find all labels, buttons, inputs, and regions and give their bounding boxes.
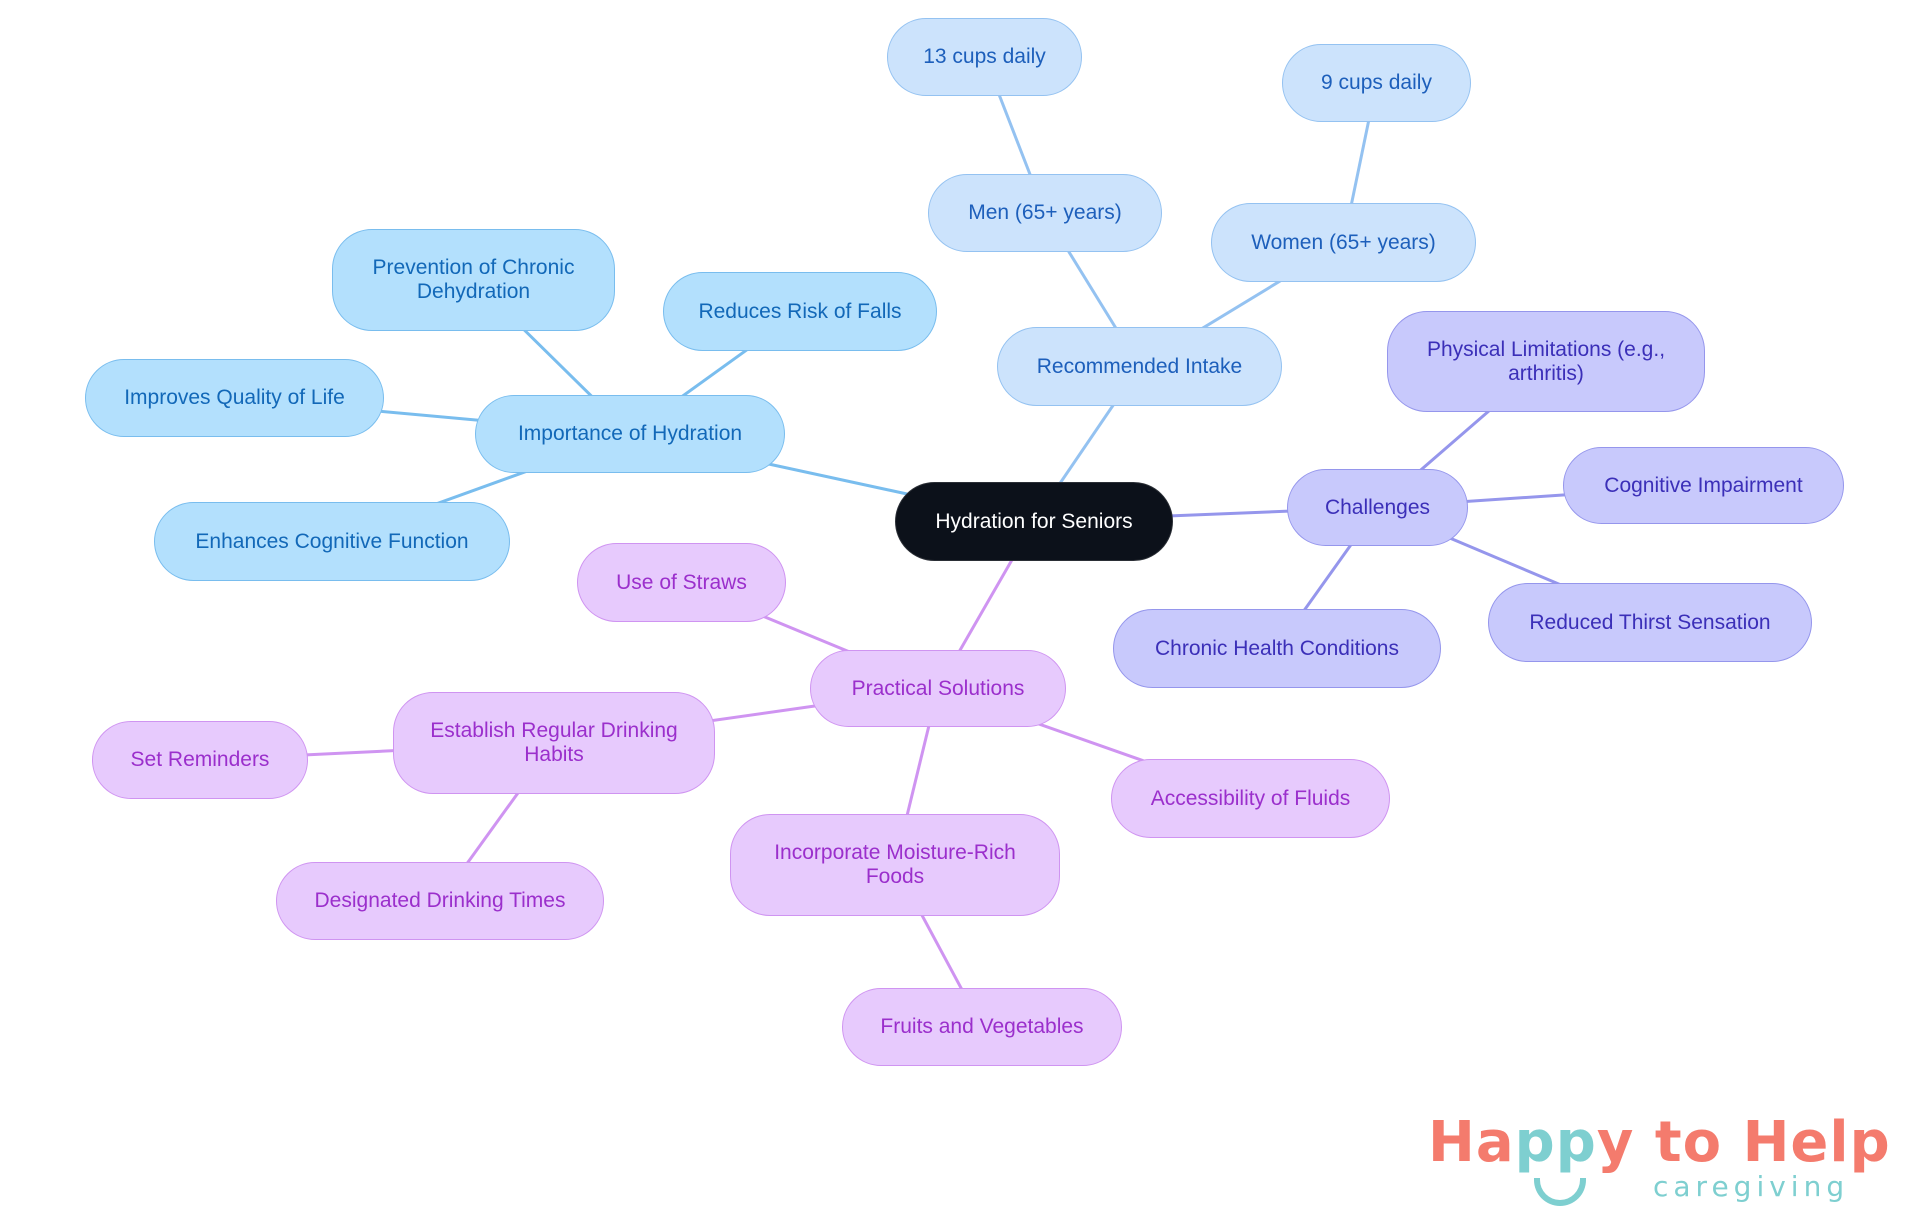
node-cog-imp[interactable]: Cognitive Impairment [1563,447,1844,524]
node-times[interactable]: Designated Drinking Times [276,862,604,940]
brand-logo: Happy to Help caregiving [1428,1110,1898,1210]
node-fruits[interactable]: Fruits and Vegetables [842,988,1122,1066]
node-intake[interactable]: Recommended Intake [997,327,1282,406]
node-prevention[interactable]: Prevention of Chronic Dehydration [332,229,615,331]
node-falls[interactable]: Reduces Risk of Falls [663,272,937,351]
node-straws[interactable]: Use of Straws [577,543,786,622]
node-label: Recommended Intake [1036,354,1243,378]
node-label: Improves Quality of Life [124,386,345,409]
node-label: Challenges [1324,495,1431,519]
node-women-cups[interactable]: 9 cups daily [1282,44,1471,122]
logo-tagline: caregiving [1653,1170,1850,1203]
node-label: Women (65+ years) [1251,230,1436,254]
node-label: Cognitive Impairment [1604,473,1803,497]
node-label: Chronic Health Conditions [1155,636,1399,660]
node-label: Reduced Thirst Sensation [1529,610,1771,634]
node-label: Enhances Cognitive Function [195,529,469,553]
node-label: 9 cups daily [1321,71,1432,94]
node-foods[interactable]: Incorporate Moisture-Rich Foods [730,814,1060,916]
node-label: Use of Straws [616,570,747,594]
node-label: Accessibility of Fluids [1150,786,1351,810]
node-label: 13 cups daily [923,45,1046,68]
node-label: Reduces Risk of Falls [698,299,902,323]
smile-icon [1534,1178,1586,1206]
node-cognitive-func[interactable]: Enhances Cognitive Function [154,502,510,581]
node-men-cups[interactable]: 13 cups daily [887,18,1082,96]
node-quality[interactable]: Improves Quality of Life [85,359,384,437]
node-label: Men (65+ years) [968,201,1122,224]
node-label: Importance of Hydration [517,422,743,445]
node-label: Practical Solutions [851,676,1025,700]
node-label: Set Reminders [130,748,270,771]
node-importance[interactable]: Importance of Hydration [475,395,785,473]
node-label: Hydration for Seniors [935,509,1133,533]
node-solutions[interactable]: Practical Solutions [810,650,1066,727]
node-access[interactable]: Accessibility of Fluids [1111,759,1390,838]
logo-wordmark: Happy to Help [1428,1110,1891,1175]
node-women[interactable]: Women (65+ years) [1211,203,1476,282]
node-label: Fruits and Vegetables [880,1015,1084,1038]
node-physical[interactable]: Physical Limitations (e.g., arthritis) [1387,311,1705,412]
node-reminders[interactable]: Set Reminders [92,721,308,799]
node-chronic[interactable]: Chronic Health Conditions [1113,609,1441,688]
node-challenges[interactable]: Challenges [1287,469,1468,546]
node-thirst[interactable]: Reduced Thirst Sensation [1488,583,1812,662]
node-label: Prevention of Chronic Dehydration [372,256,575,303]
node-habits[interactable]: Establish Regular Drinking Habits [393,692,715,794]
node-label: Incorporate Moisture-Rich Foods [774,841,1016,888]
node-men[interactable]: Men (65+ years) [928,174,1162,252]
node-label: Designated Drinking Times [314,889,566,912]
node-root[interactable]: Hydration for Seniors [895,482,1173,561]
node-label: Establish Regular Drinking Habits [430,719,678,766]
node-label: Physical Limitations (e.g., arthritis) [1426,337,1666,385]
